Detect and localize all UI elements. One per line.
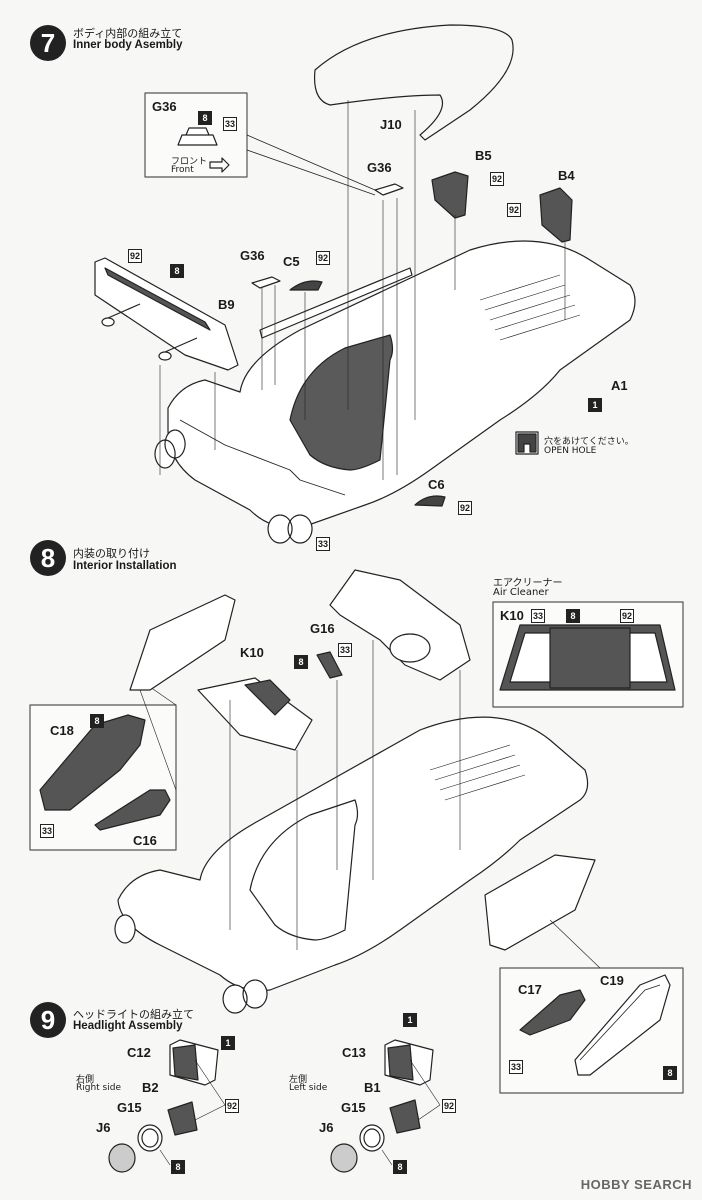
c18-part — [39, 714, 146, 811]
badge-c19-8: 8 — [663, 1066, 677, 1080]
part-c18: C18 — [50, 723, 74, 738]
air-cleaner-jp: エアクリーナー — [493, 578, 563, 589]
step-7-title-jp: ボディ内部の組み立て — [73, 27, 183, 40]
inset-badge-33: 33 — [531, 609, 545, 623]
front-label-jp: フロント — [171, 157, 208, 167]
badge-c18-8: 8 — [90, 714, 104, 728]
part-g15-right: G15 — [117, 1100, 142, 1115]
part-j6-right: J6 — [96, 1120, 111, 1135]
g36-part-upper — [374, 183, 404, 196]
part-g36-left: G36 — [240, 248, 265, 263]
badge-c18-33: 33 — [40, 824, 54, 838]
inset-badge-8: 8 — [566, 609, 580, 623]
b4-panel — [539, 187, 573, 243]
part-b4: B4 — [558, 168, 575, 183]
step-9-title-en: Headlight Assembly — [73, 1020, 183, 1032]
part-c5: C5 — [283, 254, 300, 269]
part-b1: B1 — [364, 1080, 381, 1095]
badge-b9-8: 8 — [170, 264, 184, 278]
badge-g16-33: 33 — [338, 643, 352, 657]
step-8-number: 8 — [30, 540, 66, 576]
badge-right-92: 92 — [225, 1099, 239, 1113]
g36-part-left — [251, 276, 281, 289]
g16-part — [316, 651, 343, 679]
badge-right-1: 1 — [221, 1036, 235, 1050]
badge-c17-33: 33 — [509, 1060, 523, 1074]
badge-b9-92: 92 — [128, 249, 142, 263]
inset-k10-label: K10 — [500, 608, 524, 623]
part-g15-left: G15 — [341, 1100, 366, 1115]
step-8-title-jp: 内装の取り付け — [73, 547, 150, 560]
j6-lamp-right — [108, 1143, 136, 1173]
right-side-en: Right side — [76, 1083, 121, 1093]
right-side-jp: 右側 — [76, 1075, 95, 1085]
step-8-title-en: Interior Installation — [73, 560, 177, 572]
open-hole-en: OPEN HOLE — [544, 446, 597, 456]
part-c13: C13 — [342, 1045, 366, 1060]
open-hole-jp: 穴をあけてください。 — [544, 437, 634, 447]
j6-lamp-left — [330, 1143, 358, 1173]
inset-g36-label: G36 — [152, 99, 177, 114]
part-c19: C19 — [600, 973, 624, 988]
c19-part — [574, 974, 671, 1076]
badge-c5-92: 92 — [316, 251, 330, 265]
inset-badge-33: 33 — [223, 117, 237, 131]
badge-left-1: 1 — [403, 1013, 417, 1027]
part-k10: K10 — [240, 645, 264, 660]
part-c16: C16 — [133, 833, 157, 848]
c17-part — [519, 989, 586, 1036]
badge-g16-8: 8 — [294, 655, 308, 669]
watermark: HOBBY SEARCH — [580, 1177, 692, 1192]
part-j6-left: J6 — [319, 1120, 334, 1135]
part-a1: A1 — [611, 378, 628, 393]
step-7-number: 7 — [30, 25, 66, 61]
b2-bezel — [167, 1101, 198, 1136]
left-side-jp: 左側 — [289, 1075, 308, 1085]
badge-a1-1: 1 — [588, 398, 602, 412]
b1-bezel — [389, 1099, 421, 1134]
c16-part — [94, 789, 171, 831]
badge-left-8: 8 — [393, 1160, 407, 1174]
part-g36-upper: G36 — [367, 160, 392, 175]
air-cleaner-en: Air Cleaner — [493, 587, 549, 598]
badge-b4-92: 92 — [507, 203, 521, 217]
part-b5: B5 — [475, 148, 492, 163]
j10-windscreen — [313, 24, 514, 141]
part-c12: C12 — [127, 1045, 151, 1060]
badge-b5-92: 92 — [490, 172, 504, 186]
c5-part — [289, 280, 323, 291]
front-label-en: Front — [171, 165, 194, 175]
badge-body-33: 33 — [316, 537, 330, 551]
badge-left-92: 92 — [442, 1099, 456, 1113]
part-g16: G16 — [310, 621, 335, 636]
left-side-en: Left side — [289, 1083, 328, 1093]
k10-part — [197, 677, 313, 751]
b5-panel — [431, 171, 469, 219]
inset-badge-92: 92 — [620, 609, 634, 623]
chassis-7 — [167, 240, 636, 529]
badge-right-8: 8 — [171, 1160, 185, 1174]
step-9-number: 9 — [30, 1002, 66, 1038]
part-c17: C17 — [518, 982, 542, 997]
part-b2: B2 — [142, 1080, 159, 1095]
badge-c6-92: 92 — [458, 501, 472, 515]
part-j10: J10 — [380, 117, 402, 132]
inset-badge-8: 8 — [198, 111, 212, 125]
step-9-title-jp: ヘッドライトの組み立て — [73, 1008, 194, 1021]
part-b9: B9 — [218, 297, 235, 312]
part-c6: C6 — [428, 477, 445, 492]
step-7-title-en: Inner body Asembly — [73, 39, 183, 51]
c6-part — [414, 495, 446, 507]
